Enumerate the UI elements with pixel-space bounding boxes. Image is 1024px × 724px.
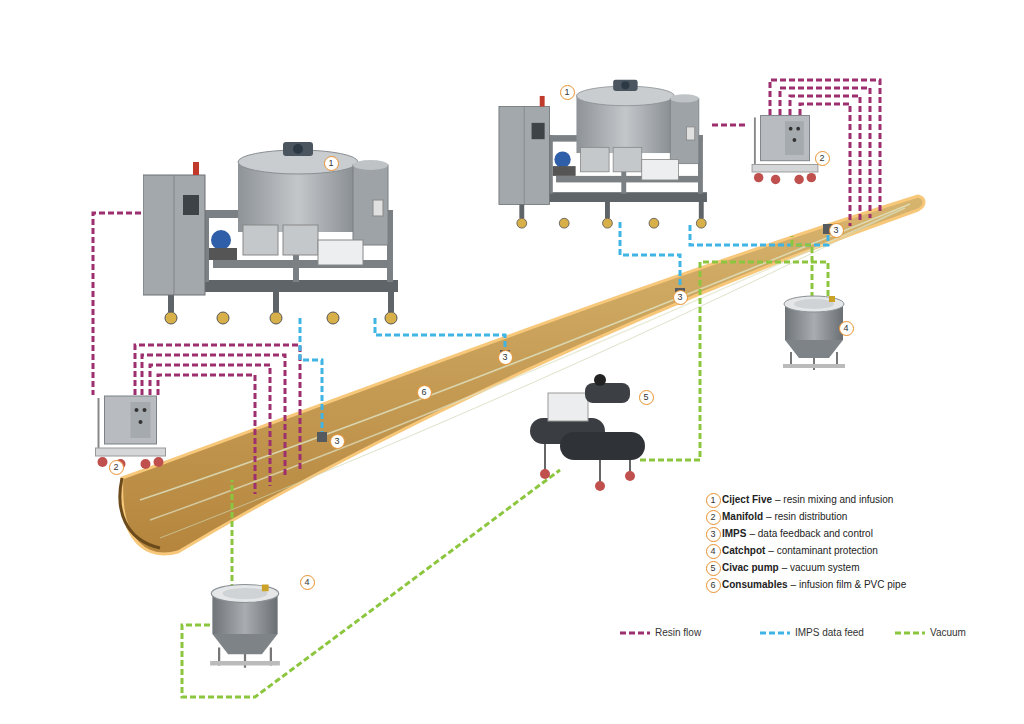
callout-number: 1 [710, 496, 715, 505]
key-name: Consumables [722, 579, 788, 591]
vacuum-pump [530, 374, 645, 491]
ciject-machine [499, 80, 707, 228]
callout-number: 2 [113, 463, 118, 472]
callout-number: 6 [421, 388, 426, 397]
callout-number: 3 [677, 293, 682, 302]
callout-circle: 3 [829, 223, 844, 238]
callout-number: 4 [843, 324, 848, 333]
connection-lines [93, 80, 880, 697]
catchpot [783, 296, 845, 370]
callout-number: 2 [710, 513, 715, 522]
callout-circle: 4 [706, 544, 721, 559]
key-name: Catchpot [722, 545, 765, 557]
legend-swatch [760, 632, 790, 635]
catchpot [210, 585, 280, 668]
callout-number: 1 [564, 88, 569, 97]
callout-circle: 1 [706, 493, 721, 508]
key-description: – vacuum system [782, 562, 860, 574]
legend-text: Vacuum [930, 627, 966, 639]
callout-circle: 5 [639, 390, 654, 405]
callout-circle: 5 [706, 561, 721, 576]
callout-number: 3 [334, 437, 339, 446]
legend-swatch [620, 632, 650, 635]
legend-text: IMPS data feed [795, 627, 864, 639]
callout-circle: 2 [109, 460, 124, 475]
ciject-machine [143, 142, 398, 324]
key-description: – infusion film & PVC pipe [791, 579, 907, 591]
callout-number: 4 [304, 578, 309, 587]
callout-circle: 3 [673, 290, 688, 305]
callout-number: 3 [710, 530, 715, 539]
key-description: – resin mixing and infusion [775, 494, 893, 506]
callout-circle: 4 [300, 575, 315, 590]
callout-circle: 2 [815, 151, 830, 166]
callout-number: 4 [710, 547, 715, 556]
callout-number: 1 [328, 159, 333, 168]
callout-circle: 2 [706, 510, 721, 525]
key-description: – contaminant protection [768, 545, 878, 557]
callout-circle: 4 [839, 321, 854, 336]
callout-circle: 3 [706, 527, 721, 542]
callout-number: 6 [710, 581, 715, 590]
callout-number: 5 [643, 393, 648, 402]
key-name: Manifold [722, 511, 763, 523]
callout-circle: 3 [330, 434, 345, 449]
callout-circle: 3 [498, 350, 513, 365]
legend-text: Resin flow [655, 627, 701, 639]
callout-number: 2 [819, 154, 824, 163]
manifold-cart [752, 116, 818, 185]
key-name: IMPS [722, 528, 746, 540]
callout-number: 5 [710, 564, 715, 573]
key-name: Ciject Five [722, 494, 772, 506]
callout-number: 3 [502, 353, 507, 362]
callout-circle: 1 [324, 156, 339, 171]
sensors [317, 224, 833, 442]
legend-swatch [895, 632, 925, 635]
key-name: Civac pump [722, 562, 779, 574]
callout-circle: 1 [560, 85, 575, 100]
key-description: – resin distribution [766, 511, 847, 523]
callout-circle: 6 [706, 578, 721, 593]
blade [120, 196, 924, 554]
callout-circle: 6 [417, 385, 432, 400]
manifold-cart [96, 396, 166, 469]
key-description: – data feedback and control [749, 528, 872, 540]
callout-number: 3 [833, 226, 838, 235]
